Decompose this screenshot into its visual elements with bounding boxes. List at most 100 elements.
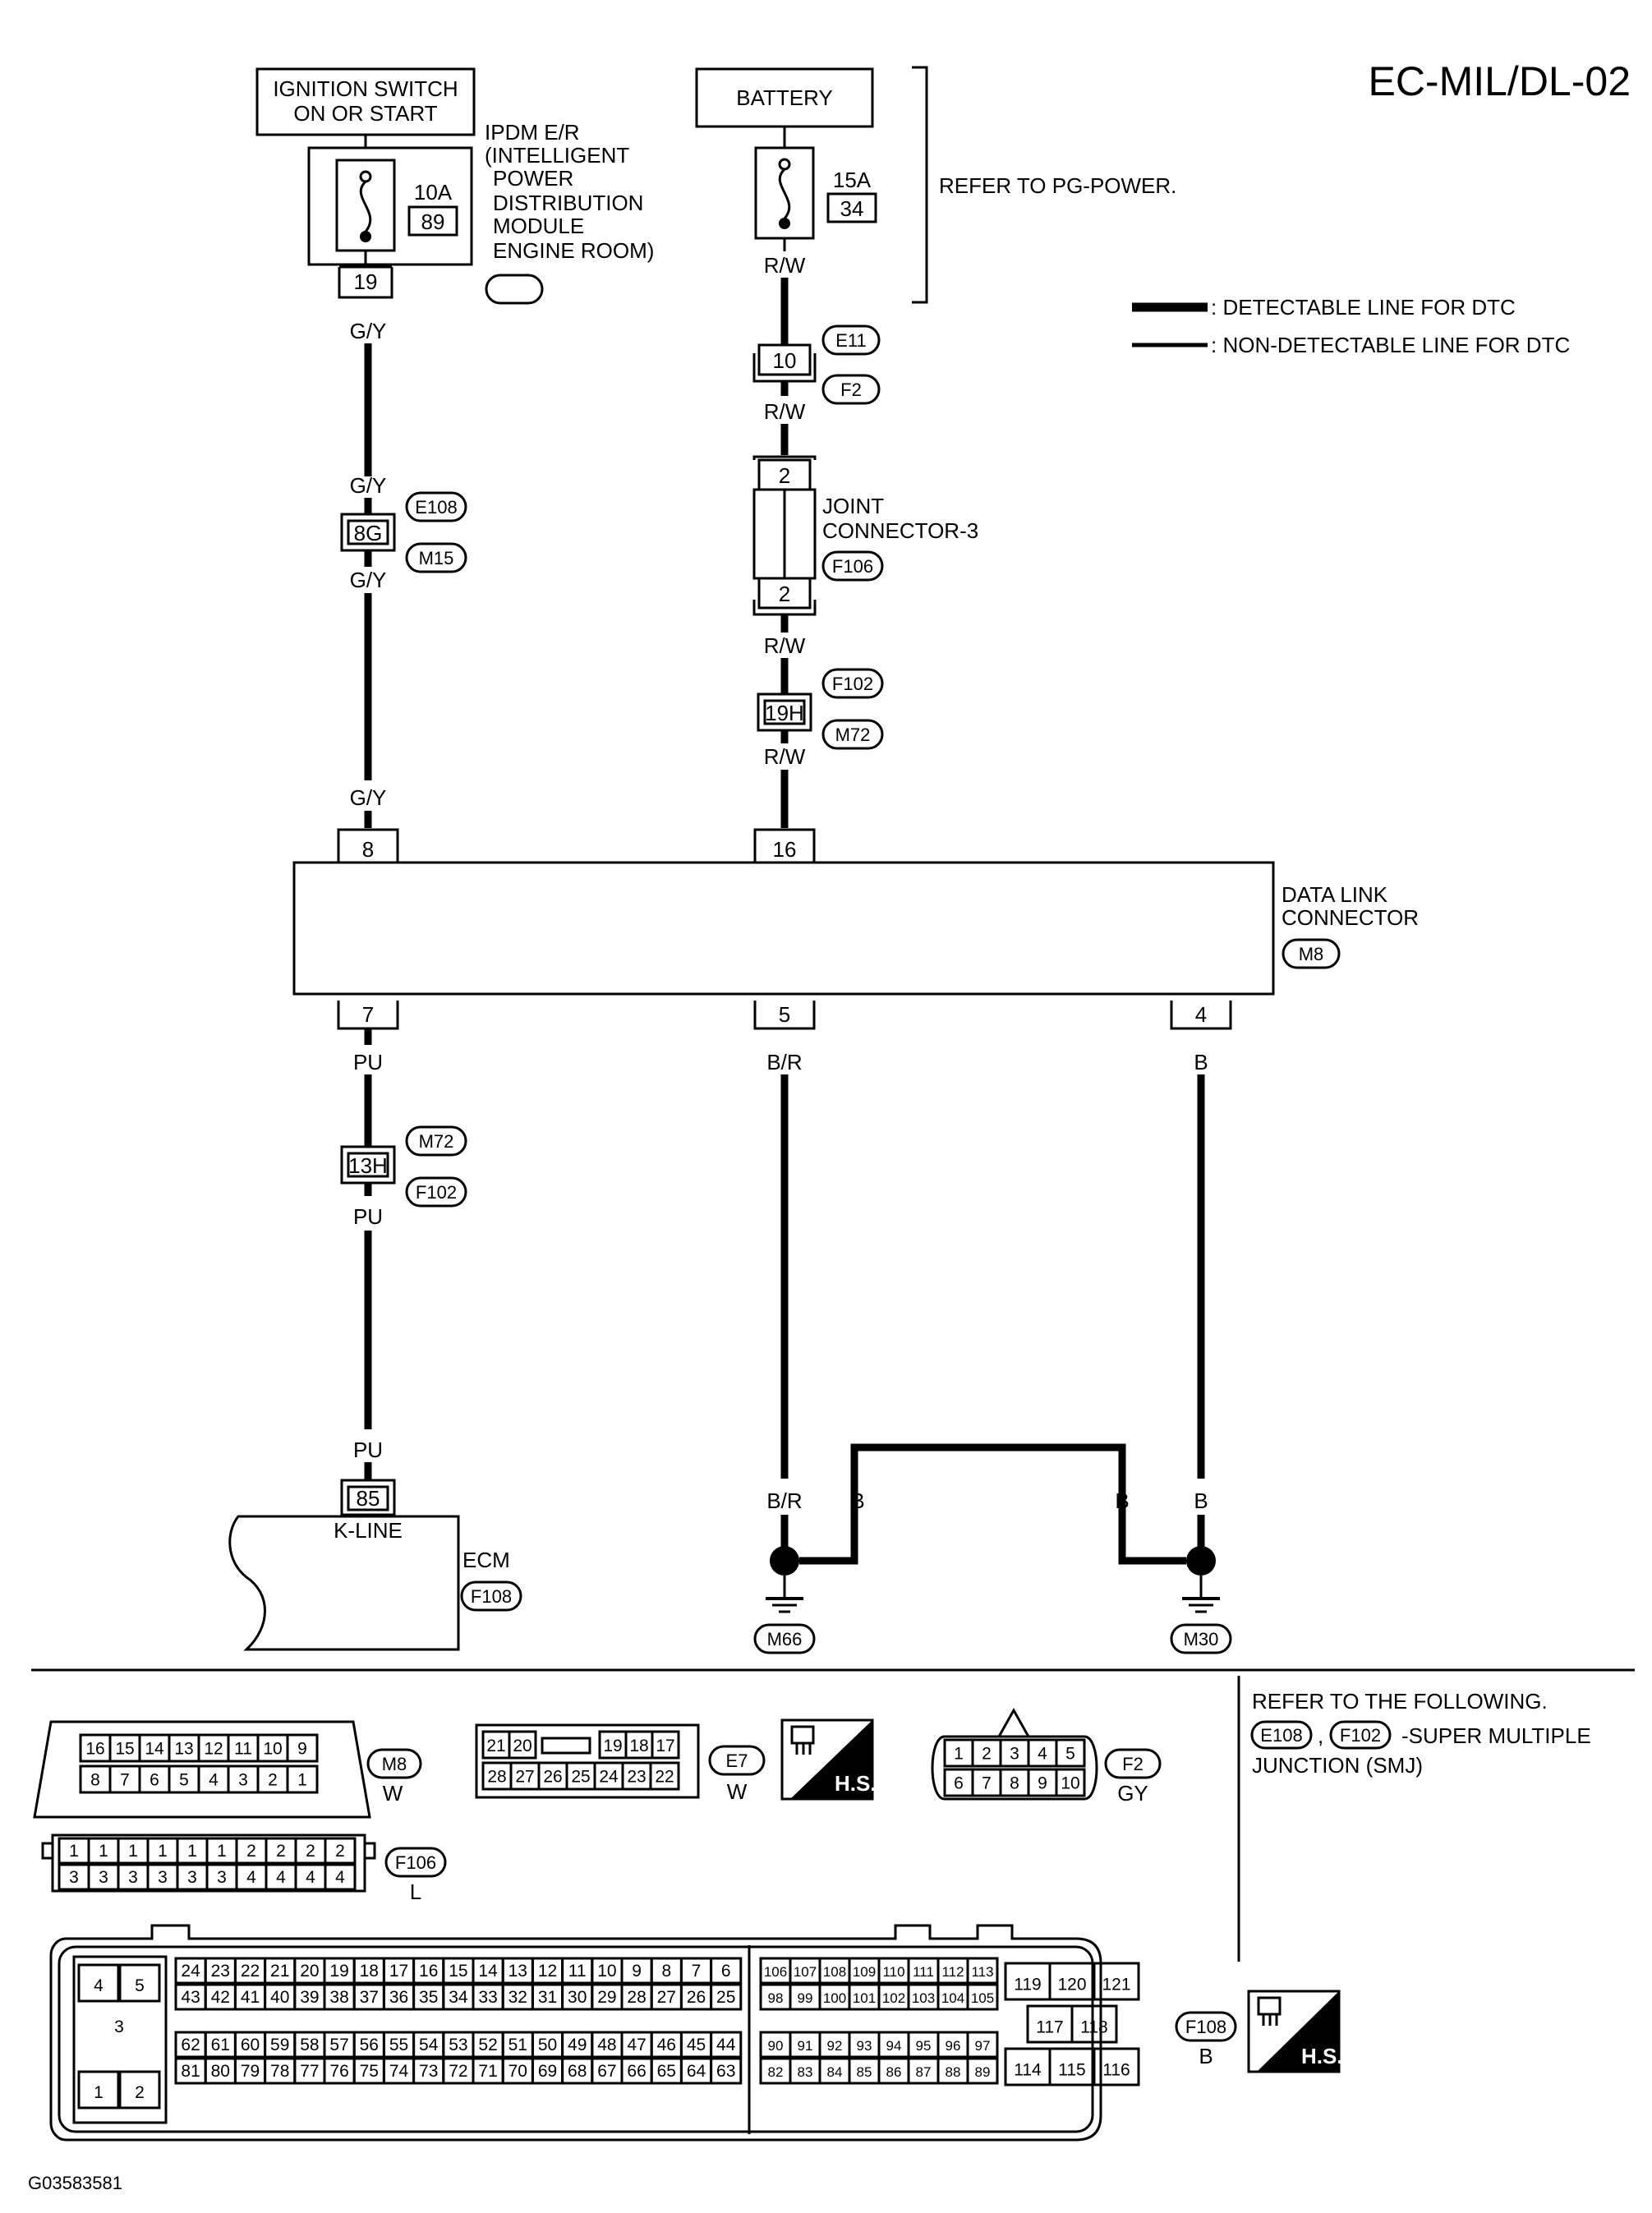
pin-number: 8 [90,1771,100,1790]
svg-text:POWER: POWER [493,166,573,191]
pin-number: 39 [300,1988,319,2007]
svg-text:E11: E11 [835,330,867,351]
pin-number: 59 [270,2036,289,2054]
pin-number: 10 [1061,1774,1079,1793]
svg-text:CONNECTOR: CONNECTOR [1282,905,1419,930]
pin-number: 104 [941,1990,964,2006]
pin-number: 10 [597,1962,616,1981]
wire-color-gy-4: G/Y [350,785,387,810]
pin-number: 2 [276,1842,286,1861]
svg-text:M15: M15 [419,548,454,568]
pin-number: 9 [632,1962,642,1981]
pin-cell [651,1730,680,1760]
key-slot [541,1737,591,1755]
pin-number: 11 [234,1740,252,1759]
pin-number: 51 [508,2036,527,2054]
svg-text:F108: F108 [471,1586,512,1607]
svg-text:13H: 13H [348,1153,388,1178]
page-title: EC-MIL/DL-02 [1368,58,1631,104]
pin-number: 52 [478,2036,497,2054]
pin-number: 49 [568,2036,587,2054]
svg-text:IGNITION SWITCH: IGNITION SWITCH [273,76,458,101]
pin-cell [118,2070,161,2109]
pin-number: 6 [721,1962,731,1981]
pin-number: 18 [360,1962,379,1981]
pin-number: 6 [150,1771,159,1790]
wire-color-gy-3: G/Y [350,568,387,592]
pin-number: 68 [568,2062,587,2081]
wire-color-br-2: B/R [766,1488,802,1513]
pin-number: 5 [1065,1745,1075,1764]
pin-number: 71 [478,2062,497,2081]
svg-text:F2: F2 [1122,1754,1144,1774]
pin-number: 21 [270,1962,289,1981]
pin-cell [1055,1768,1086,1797]
pin-number: 54 [419,2036,439,2054]
pin-number: 43 [181,1988,200,2007]
pin-number: 91 [798,2038,813,2054]
svg-text:5: 5 [779,1002,790,1027]
wire-color-b-3: B [850,1488,864,1513]
svg-text:7: 7 [362,1002,374,1027]
pin-number: 103 [912,1990,935,2006]
connector-tag-f102-lower: F102 [405,1176,467,1208]
svg-text:W: W [383,1781,403,1806]
svg-text:8: 8 [362,837,374,862]
pin-number: 62 [181,2036,200,2054]
pin-cell [710,2057,743,2085]
connector-tag-m15: M15 [405,542,467,573]
svg-text:CONNECTOR-3: CONNECTOR-3 [822,518,978,543]
connector-tag-e11: E11 [821,324,881,356]
pin-number: 98 [768,1990,784,2006]
wire-color-b-4: B [1115,1488,1129,1513]
pin-number: 3 [99,1868,108,1887]
pin-number: 36 [389,1988,408,2007]
pin-number: 15 [449,1962,467,1981]
pin-number: 113 [971,1964,993,1980]
connector-19h: 19H [757,692,812,732]
pin-number: 6 [954,1774,964,1793]
pin-cell [324,1863,357,1891]
svg-text:BATTERY: BATTERY [736,85,833,110]
svg-text:DISTRIBUTION: DISTRIBUTION [493,191,643,215]
pin-number: 12 [538,1962,557,1981]
wire-color-br-1: B/R [766,1050,802,1074]
pin-number: 97 [975,2038,991,2054]
legend-non-detectable: : NON-DETECTABLE LINE FOR DTC [1211,333,1570,357]
pin-number: 16 [419,1962,438,1981]
pin-number: 102 [882,1990,905,2006]
harness-side-icon: H.S. [780,1718,877,1801]
pin-number: 19 [329,1962,348,1981]
svg-text:JOINT: JOINT [822,494,884,518]
pin-number: 111 [913,1964,934,1980]
pin-number: 29 [597,1988,616,2007]
svg-text:F102: F102 [832,674,873,694]
pin-cell [649,1761,680,1791]
pin-number: 107 [794,1964,817,1980]
pin-number: 4 [306,1868,315,1887]
pin-number: 25 [716,1988,735,2007]
pin-number: 65 [657,2062,676,2081]
pin-number: 1 [187,1842,197,1861]
pin-number: 63 [716,2062,735,2081]
pin-number: 27 [657,1988,676,2007]
wire-color-b-1: B [1194,1050,1208,1074]
pin-number: 60 [241,2036,260,2054]
svg-text:F102: F102 [416,1182,457,1203]
pin-number: 99 [798,1990,813,2006]
pin-cell [966,1957,999,1985]
pin-number: 118 [1080,2018,1107,2037]
svg-text:E108: E108 [1260,1725,1302,1746]
pin-number: 79 [241,2062,260,2081]
connector-tag-m72: M72 [821,719,884,750]
svg-text:M66: M66 [767,1629,803,1649]
battery-fuse: 15A 34 [754,146,877,240]
pin-number: 28 [487,1768,506,1787]
pin-number: 112 [941,1964,964,1980]
pin-number: 1 [99,1842,108,1861]
pin-cell [966,1983,999,2011]
pin-number: 1 [297,1771,307,1790]
pin-number: 1 [954,1745,964,1764]
